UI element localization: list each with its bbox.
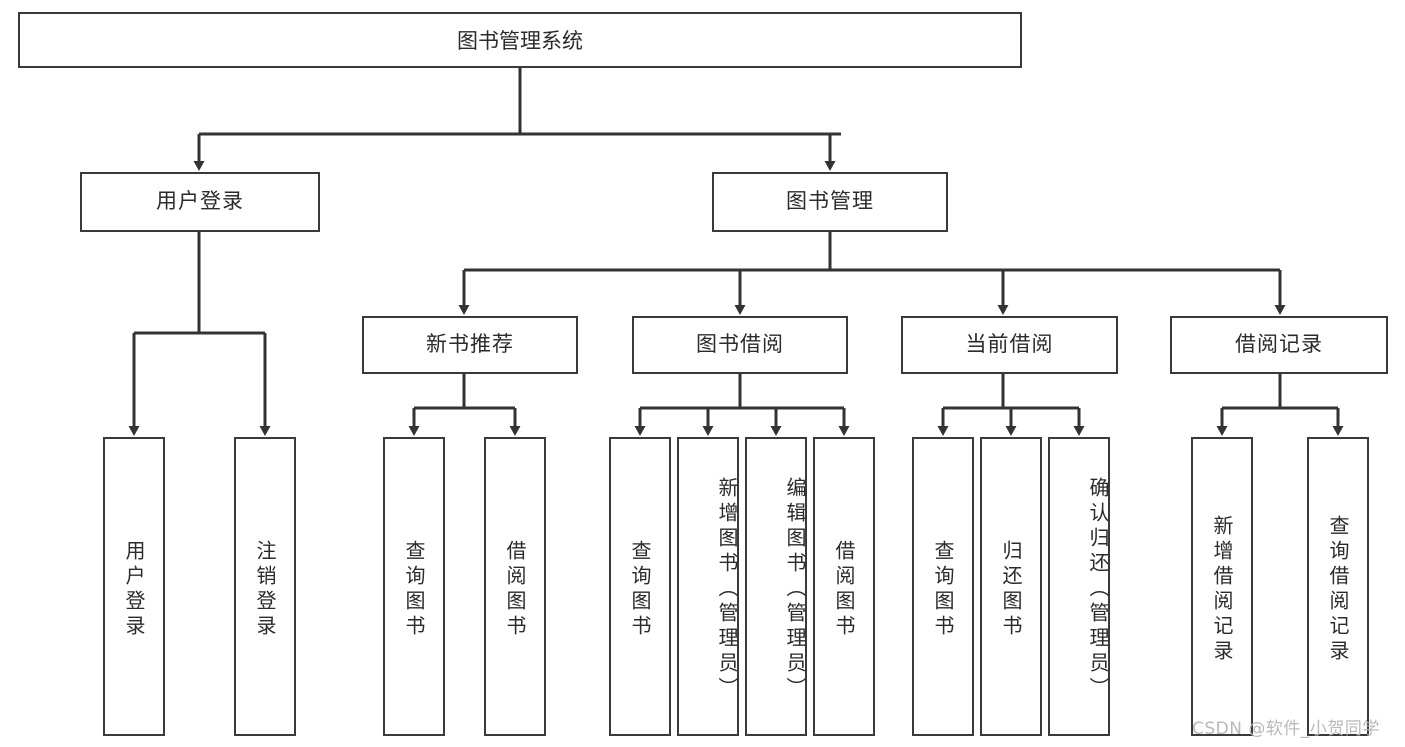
leaf-query-book-3[interactable]: 查询图书 [912, 437, 974, 736]
node-root[interactable]: 图书管理系统 [18, 12, 1022, 68]
leaf-query-book-1[interactable]: 查询图书 [383, 437, 445, 736]
leaf-add-record[interactable]: 新增借阅记录 [1191, 437, 1253, 736]
leaf-borrow-book-1[interactable]: 借阅图书 [484, 437, 546, 736]
node-book-borrow[interactable]: 图书借阅 [632, 316, 848, 374]
leaf-return-book[interactable]: 归还图书 [980, 437, 1042, 736]
csdn-watermark: CSDN @软件_小贺同学 [1192, 719, 1380, 739]
leaf-edit-book[interactable]: 编辑图书（管理员） [745, 437, 807, 736]
node-user-login[interactable]: 用户登录 [80, 172, 320, 232]
node-new-book-recommend[interactable]: 新书推荐 [362, 316, 578, 374]
leaf-add-book[interactable]: 新增图书（管理员） [677, 437, 739, 736]
leaf-confirm-return[interactable]: 确认归还（管理员） [1048, 437, 1110, 736]
node-book-manage[interactable]: 图书管理 [712, 172, 948, 232]
leaf-query-book-2[interactable]: 查询图书 [609, 437, 671, 736]
node-borrow-record[interactable]: 借阅记录 [1170, 316, 1388, 374]
leaf-query-record[interactable]: 查询借阅记录 [1307, 437, 1369, 736]
leaf-user-login[interactable]: 用户登录 [103, 437, 165, 736]
node-current-borrow[interactable]: 当前借阅 [901, 316, 1118, 374]
leaf-borrow-book-2[interactable]: 借阅图书 [813, 437, 875, 736]
leaf-user-logout[interactable]: 注销登录 [234, 437, 296, 736]
